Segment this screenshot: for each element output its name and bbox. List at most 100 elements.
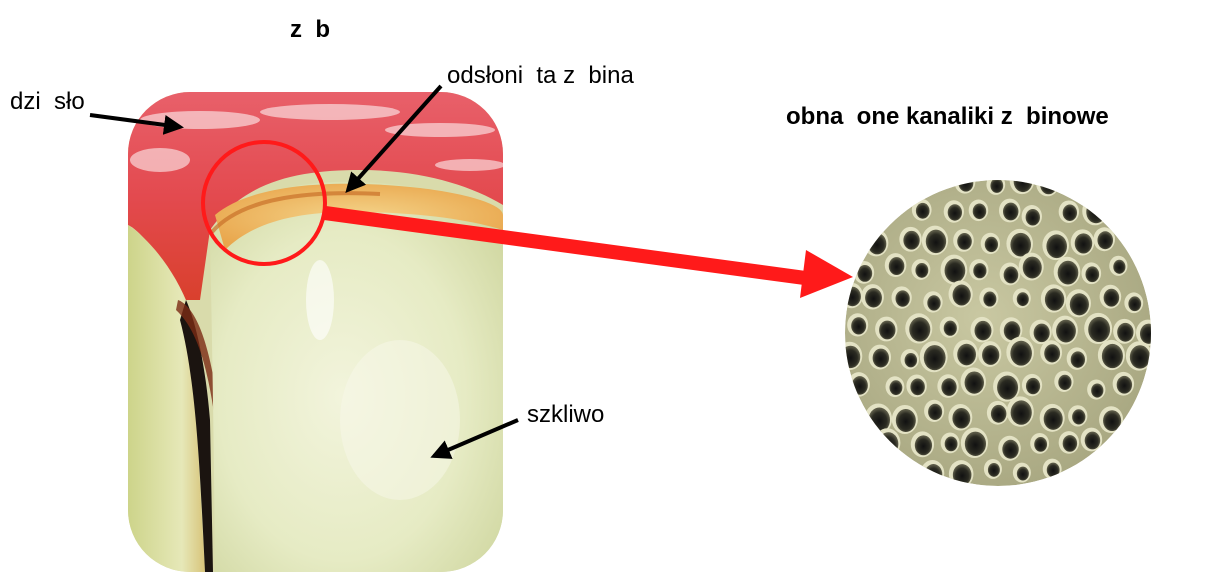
- tubule-opening: [1003, 203, 1019, 221]
- tubule-opening: [991, 405, 1007, 423]
- tubule-opening: [878, 432, 898, 455]
- tubule-opening: [925, 464, 943, 484]
- tubule-opening: [945, 259, 966, 283]
- tubule-opening: [1026, 209, 1040, 226]
- exposed-dentin-label: odsłoni ta z bina: [447, 62, 634, 90]
- tubule-opening: [1004, 267, 1019, 284]
- tubule-opening: [982, 345, 999, 365]
- tubule-opening: [868, 233, 886, 254]
- tubule-opening: [953, 464, 972, 485]
- tubule-opening: [1044, 408, 1063, 430]
- tubule-opening: [844, 287, 861, 306]
- tubule-opening: [1011, 400, 1032, 424]
- tubule-opening: [1091, 383, 1103, 397]
- tubule-opening: [1058, 375, 1071, 390]
- tubule-opening: [841, 346, 861, 368]
- tubule-opening: [1117, 323, 1133, 342]
- tubule-opening: [924, 345, 946, 370]
- tubule-opening: [983, 292, 996, 307]
- tubule-opening: [1097, 231, 1113, 249]
- tubule-opening: [1010, 341, 1032, 366]
- tubule-opening: [1117, 376, 1132, 394]
- tubule-opening: [1058, 261, 1079, 285]
- tubule-opening: [858, 265, 873, 282]
- tubule-opening: [974, 321, 991, 341]
- tubule-opening: [910, 379, 925, 396]
- tubule-opening: [1045, 288, 1064, 310]
- tubule-opening: [1002, 440, 1018, 459]
- tubule-opening: [927, 295, 940, 310]
- tubule-opening: [1017, 292, 1029, 306]
- tubule-opening: [1047, 463, 1060, 478]
- tubule-opening: [879, 321, 895, 340]
- tubule-opening: [1088, 317, 1110, 342]
- tubule-opening: [915, 263, 928, 278]
- tubule-opening: [1063, 435, 1077, 452]
- tubule-opening: [1063, 204, 1077, 221]
- tubule-opening: [953, 285, 971, 306]
- tubule-opening: [941, 378, 956, 396]
- tubule-opening: [1046, 234, 1067, 258]
- tubule-opening: [903, 231, 919, 250]
- tubule-opening: [1034, 437, 1047, 452]
- enamel-label: szkliwo: [527, 401, 604, 429]
- tubule-opening: [1130, 345, 1150, 368]
- tubule-opening: [988, 463, 1000, 477]
- tubule-opening: [944, 321, 957, 336]
- tubule-opening: [945, 436, 958, 451]
- tubule-opening: [948, 204, 962, 220]
- tubule-opening: [1113, 260, 1125, 274]
- diagram-title: z b: [290, 16, 330, 44]
- tubules-micrograph: [837, 167, 1160, 488]
- tubule-opening: [1040, 175, 1057, 194]
- tubule-opening: [1085, 432, 1101, 450]
- tubule-opening: [1071, 351, 1085, 367]
- tubule-opening: [1103, 410, 1121, 431]
- tubule-opening: [997, 375, 1018, 399]
- tubules-label: obna one kanaliki z binowe: [786, 103, 1109, 131]
- tubule-opening: [889, 257, 905, 275]
- tubule-opening: [1014, 171, 1033, 193]
- tubule-opening: [916, 203, 930, 219]
- tubule-opening: [1128, 296, 1141, 311]
- tubule-opening: [958, 175, 973, 192]
- tubule-opening: [865, 288, 882, 307]
- tubule-opening: [1034, 324, 1050, 343]
- tubule-opening: [915, 435, 932, 455]
- tubule-opening: [1017, 467, 1029, 481]
- tubule-opening: [873, 349, 889, 368]
- tubule-opening: [1086, 201, 1106, 224]
- tubule-opening: [957, 344, 976, 366]
- tubule-opening: [1023, 257, 1042, 279]
- tubule-opening: [973, 204, 987, 220]
- tubule-opening: [1010, 233, 1031, 257]
- tubule-opening: [905, 353, 918, 367]
- tubule-opening: [1140, 324, 1158, 344]
- tubule-opening: [928, 404, 942, 420]
- tubule-opening: [985, 237, 998, 252]
- tubule-opening: [1075, 233, 1093, 253]
- tubule-opening: [1072, 409, 1085, 424]
- tubule-opening: [1044, 344, 1060, 362]
- tubule-opening: [1070, 293, 1089, 315]
- tubule-opening: [926, 230, 946, 253]
- tubule-opening: [990, 178, 1003, 193]
- tubule-opening: [1104, 289, 1120, 307]
- tooth-photo: [128, 92, 505, 572]
- tubule-opening: [851, 317, 866, 334]
- tubule-opening: [896, 409, 916, 432]
- tubule-opening: [965, 371, 984, 393]
- tubule-opening: [909, 317, 930, 341]
- tubule-opening: [957, 233, 972, 250]
- tubule-opening: [852, 376, 868, 395]
- tubule-opening: [1102, 344, 1123, 368]
- gum-label: dzi sło: [10, 88, 85, 116]
- tubule-opening: [1026, 378, 1040, 394]
- tubule-opening: [1085, 266, 1099, 282]
- tubule-opening: [973, 263, 986, 278]
- tubule-opening: [1056, 320, 1076, 343]
- tubule-opening: [952, 408, 970, 429]
- tubule-opening: [895, 290, 909, 306]
- tubule-opening: [965, 432, 986, 456]
- tubule-opening: [890, 380, 903, 395]
